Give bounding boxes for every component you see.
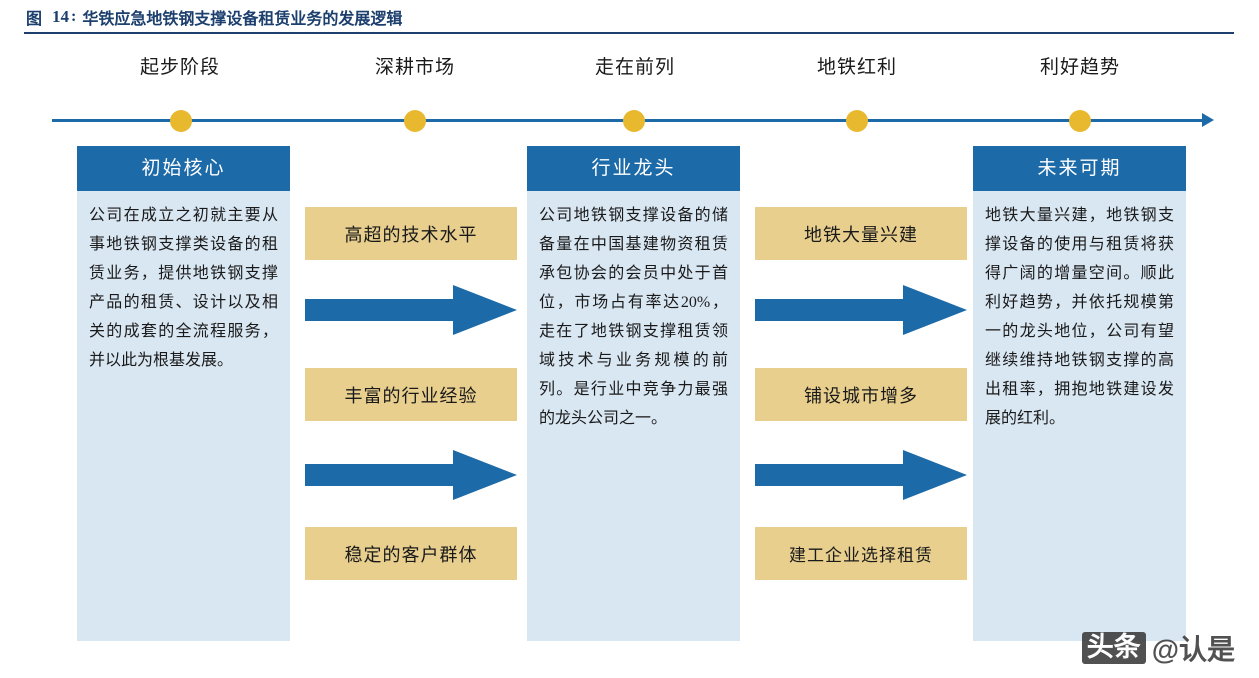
timeline-arrow-head-icon (1202, 113, 1214, 127)
watermark-text: @认是 (1151, 634, 1235, 665)
gold-box-metro-construction: 地铁大量兴建 (755, 207, 967, 260)
gold-box-more-cities: 铺设城市增多 (755, 368, 967, 421)
timeline-node-4 (846, 110, 868, 132)
gold-box-industry-experience: 丰富的行业经验 (305, 368, 517, 421)
figure-title: 华铁应急地铁钢支撑设备租赁业务的发展逻辑 (82, 11, 403, 28)
card-future-promise: 未来可期 地铁大量兴建，地铁钢支撑设备的使用与租赁将获得广阔的增量空间。顺此利好… (973, 146, 1186, 641)
card-initial-core-body: 公司在成立之初就主要从事地铁钢支撑类设备的租赁业务，提供地铁钢支撑产品的租赁、设… (89, 207, 278, 369)
stage-label-1: 起步阶段 (139, 57, 220, 78)
gold-box-stable-customers: 稳定的客户群体 (305, 527, 517, 580)
gold-box-tech-level: 高超的技术水平 (305, 207, 517, 260)
card-initial-core-title: 初始核心 (77, 146, 290, 191)
flow-arrow-3-icon (755, 285, 967, 335)
watermark-badge: 头条 (1081, 631, 1146, 665)
flow-arrow-2-icon (305, 450, 517, 500)
card-industry-leader-body: 公司地铁钢支撑设备的储备量在中国基建物资租赁承包协会的会员中处于首位，市场占有率… (539, 207, 728, 427)
stage-label-3: 走在前列 (594, 57, 675, 78)
flow-arrow-4-icon (755, 450, 967, 500)
stage-label-2: 深耕市场 (374, 57, 455, 78)
figure-header: 图 14 : 华铁应急地铁钢支撑设备租赁业务的发展逻辑 (0, 0, 1259, 34)
flow-arrow-1-icon (305, 285, 517, 335)
card-future-promise-title: 未来可期 (973, 146, 1186, 191)
timeline-node-5 (1069, 110, 1091, 132)
gold-box-contractors-lease: 建工企业选择租赁 (755, 527, 967, 580)
stage-label-4: 地铁红利 (816, 57, 897, 78)
card-industry-leader-title: 行业龙头 (527, 146, 740, 191)
card-initial-core: 初始核心 公司在成立之初就主要从事地铁钢支撑类设备的租赁业务，提供地铁钢支撑产品… (77, 146, 290, 641)
timeline-node-1 (170, 110, 192, 132)
card-industry-leader: 行业龙头 公司地铁钢支撑设备的储备量在中国基建物资租赁承包协会的会员中处于首位，… (527, 146, 740, 641)
card-future-promise-body: 地铁大量兴建，地铁钢支撑设备的使用与租赁将获得广阔的增量空间。顺此利好趋势，并依… (985, 207, 1174, 427)
timeline-node-3 (623, 110, 645, 132)
stage-label-5: 利好趋势 (1039, 57, 1120, 78)
watermark: 头条 @认是 (1081, 628, 1235, 668)
figure-word: 图 (26, 11, 43, 28)
figure-number: 14 (52, 7, 70, 26)
header-divider (24, 32, 1234, 34)
figure-colon: : (71, 8, 77, 25)
timeline-node-2 (404, 110, 426, 132)
